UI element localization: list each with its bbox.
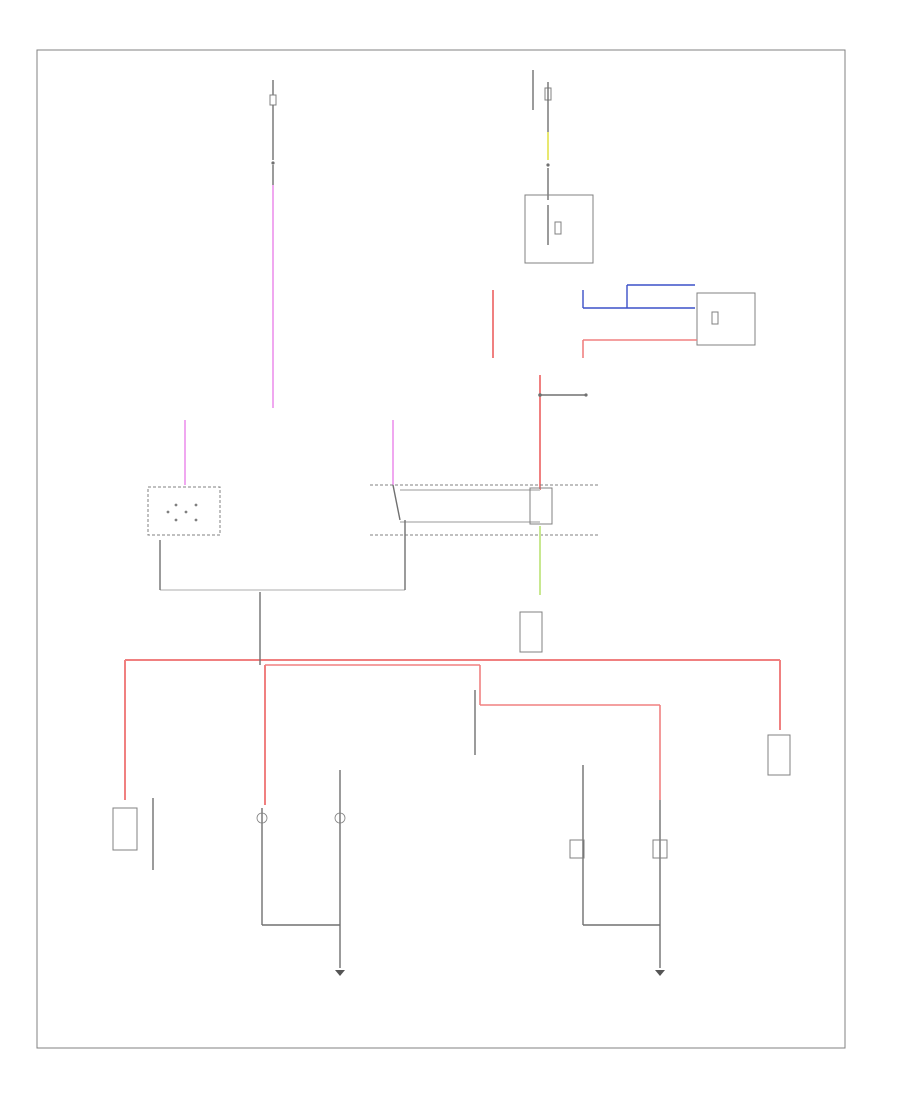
- trailer-connector: [767, 734, 791, 776]
- ground-icon: [335, 970, 345, 976]
- page-border: [36, 49, 846, 1049]
- fuse-icon: [269, 94, 277, 106]
- fuse-box-right: [696, 292, 756, 346]
- left-lamp-group: [256, 770, 346, 976]
- connector-icon: [271, 161, 275, 165]
- left-reverse-lamp: [112, 807, 138, 851]
- ground-icon: [655, 970, 665, 976]
- red-wire-upper: [582, 339, 697, 358]
- transmission-range-switch-box: [147, 486, 221, 536]
- connector-icon: [584, 393, 588, 397]
- relay-box-top: [524, 194, 594, 264]
- right-lamp-group: [569, 765, 668, 976]
- bulb-icon: [334, 812, 346, 824]
- blue-wire-group: [582, 284, 695, 309]
- fuse-icon: [711, 311, 719, 325]
- top-right-fuse-group: [524, 70, 594, 264]
- lamp-icon: [569, 839, 585, 859]
- top-left-fuse-group: [269, 80, 277, 408]
- connector-icon: [546, 163, 550, 167]
- fuse-icon: [554, 221, 562, 235]
- switch-icon: [166, 503, 198, 522]
- reverse-lamp-relay: [529, 487, 553, 525]
- instrument-cluster-box: [519, 611, 543, 653]
- lamp-icon: [652, 839, 668, 859]
- bulb-icon: [256, 812, 268, 824]
